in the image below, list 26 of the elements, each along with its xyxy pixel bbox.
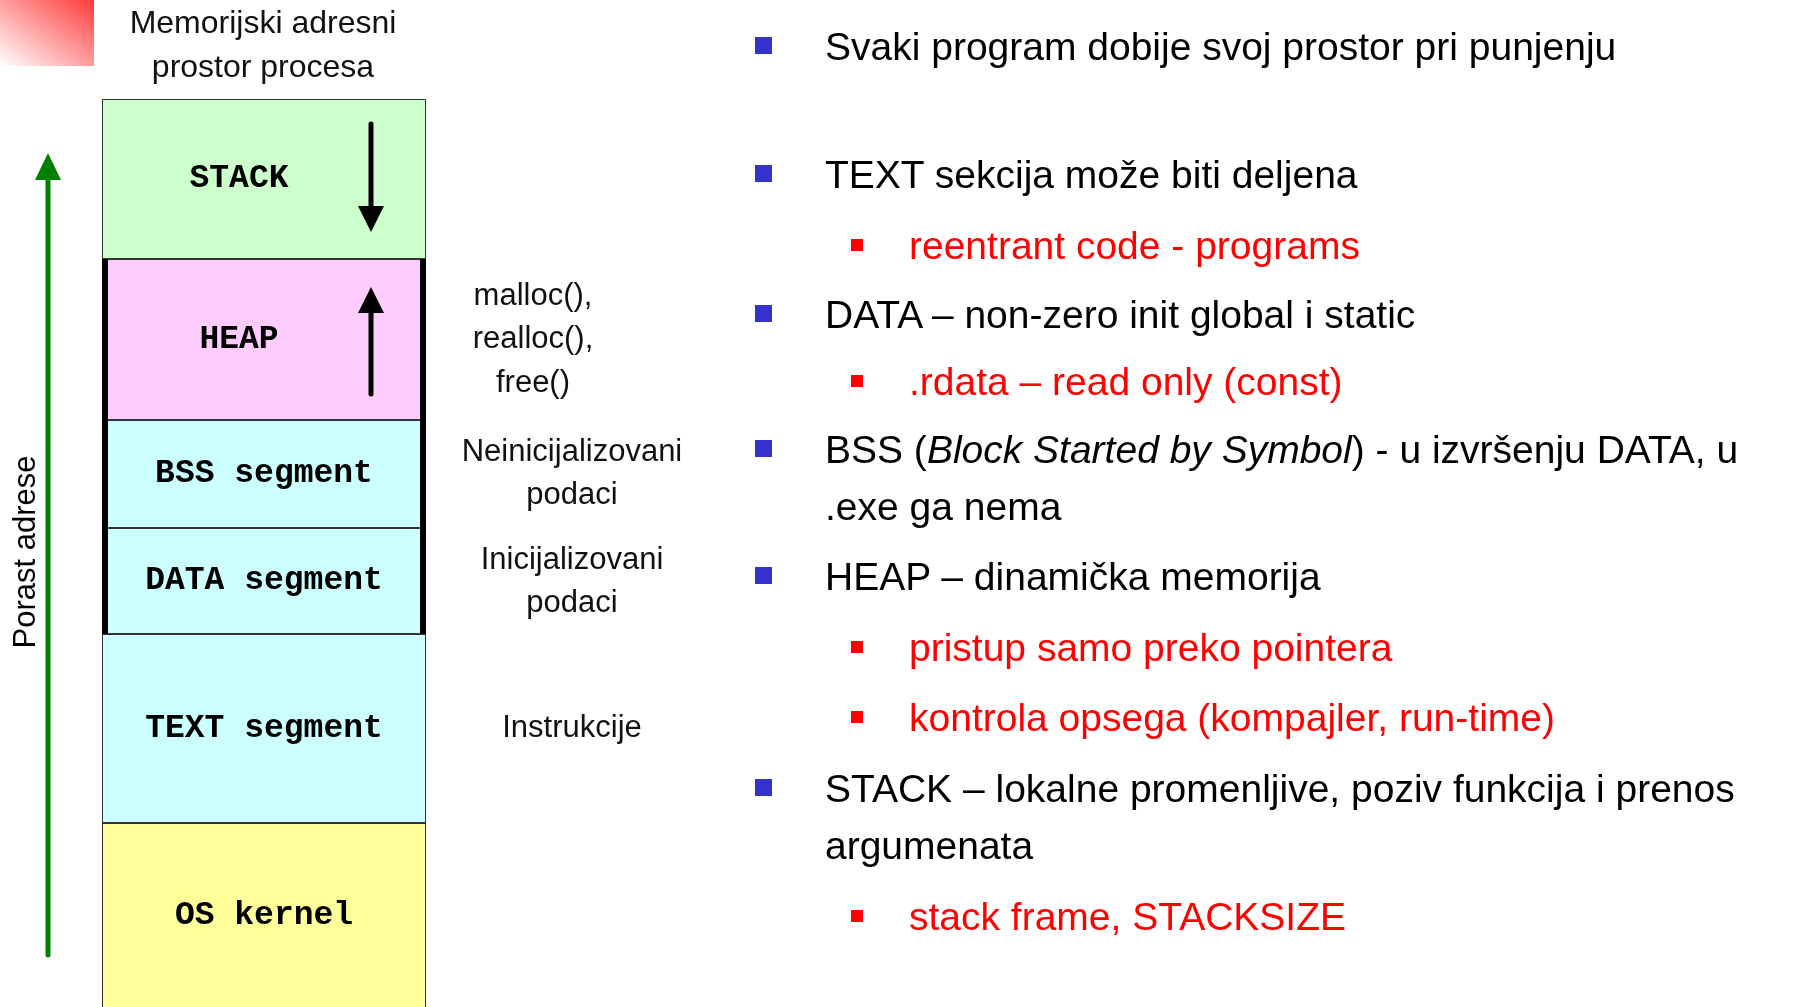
segment-label: OS kernel: [174, 896, 354, 935]
bullet-text: kontrola opsega (kompajler, run-time): [909, 695, 1556, 741]
segment-label: BSS segment: [155, 455, 373, 493]
segment-label: STACK: [189, 160, 289, 198]
bullet-text: STACK – lokalne promenljive, poziv funkcija i prenos argumenata: [825, 766, 1736, 869]
annotation-text: Neinicijalizovani podaci: [460, 431, 684, 513]
segment-label: DATA segment: [145, 562, 383, 600]
annotation-text: malloc(), realloc(), free(): [471, 275, 595, 401]
bullet-text: stack frame, STACKSIZE: [909, 894, 1348, 940]
bullet-text: Svaki program dobije svoj prostor pri punjenju: [825, 24, 1618, 70]
bullet-text: pristup samo preko pointera: [909, 625, 1394, 671]
bullet-text: .rdata – read only (const): [909, 359, 1344, 405]
annotation-text: Inicijalizovani podaci: [479, 539, 665, 621]
bullet-text: DATA – non-zero init global i static: [825, 292, 1417, 338]
bullet-text: TEXT sekcija može biti deljena: [825, 152, 1359, 198]
segment-label: HEAP: [199, 320, 279, 359]
memory-segment: [102, 634, 426, 823]
bullet-text: HEAP – dinamička memorija: [825, 554, 1322, 600]
annotation-text: Instrukcije: [501, 708, 643, 747]
segment-label: TEXT segment: [145, 709, 383, 748]
axis-label: Porast adrese: [7, 455, 43, 649]
bullet-text: BSS (Block Started by Symbol) - u izvršenju DATA, u .exe ga nema: [825, 427, 1740, 530]
memory-segment: [102, 823, 426, 1007]
memory-segment: [102, 99, 426, 259]
bullet-text: reentrant code - programs: [909, 223, 1361, 269]
diagram-title: Memorijski adresni prostor procesa: [128, 3, 398, 86]
